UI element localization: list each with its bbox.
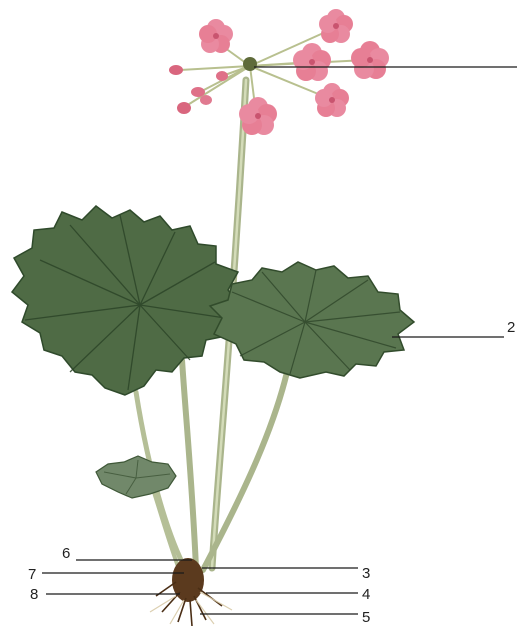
label-3: 3: [362, 565, 370, 582]
label-8: 8: [30, 586, 38, 603]
label-4: 4: [362, 586, 370, 603]
umbel-center: [243, 57, 257, 71]
flower-bud: [216, 71, 228, 81]
petiole-tiny-leaf: [150, 480, 180, 572]
large-leaf: [12, 206, 240, 395]
flower: [199, 19, 233, 53]
flower-bud: [191, 87, 205, 97]
label-2: 2: [507, 319, 515, 336]
right-leaf: [210, 262, 414, 378]
flower: [319, 9, 353, 43]
flower: [351, 41, 389, 79]
small-leaf: [96, 456, 176, 498]
flower-bud: [177, 102, 191, 114]
flower: [315, 83, 349, 117]
flower-bud: [169, 65, 183, 75]
right-leaf-blade: [210, 262, 414, 378]
flower-bud: [200, 95, 212, 105]
large-leaf-blade: [12, 206, 240, 395]
label-7: 7: [28, 566, 36, 583]
label-6: 6: [62, 545, 70, 562]
petiole-large-leaf: [182, 360, 196, 568]
label-5: 5: [362, 609, 370, 626]
flower-buds: [169, 65, 228, 114]
flower-umbel: [169, 9, 389, 135]
flower: [293, 43, 331, 81]
